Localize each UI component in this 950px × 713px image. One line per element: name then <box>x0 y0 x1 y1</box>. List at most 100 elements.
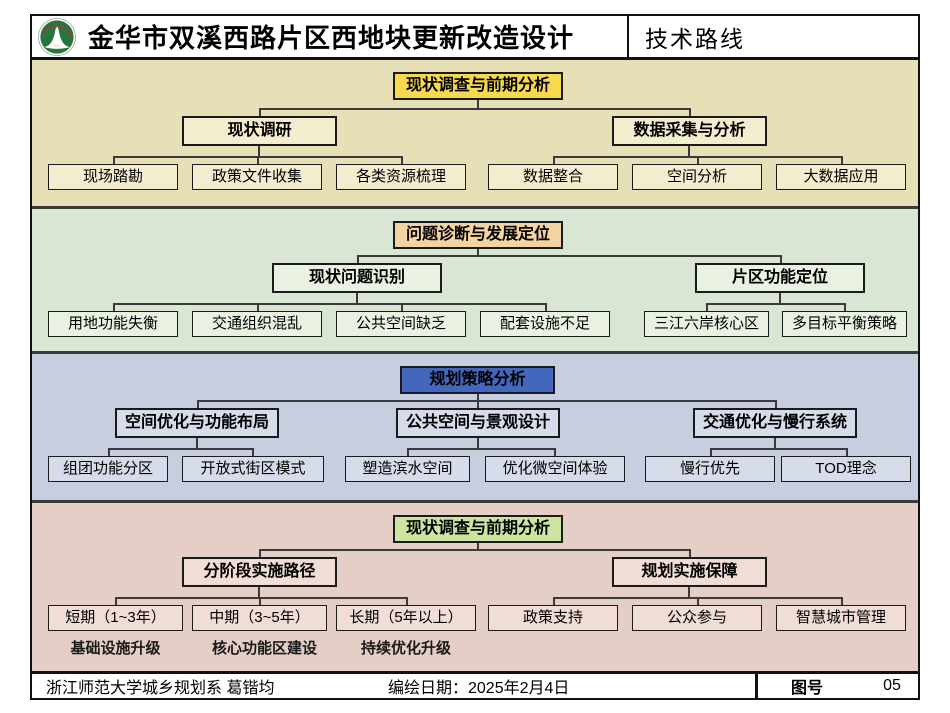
connector-line <box>554 448 556 456</box>
connector-line <box>780 255 782 263</box>
flow-leaf-node: 政策文件收集 <box>192 164 322 190</box>
connector-line <box>706 303 708 311</box>
connector-line <box>108 448 110 456</box>
flow-branch-node: 片区功能定位 <box>695 263 865 293</box>
connector-line <box>844 303 846 311</box>
connector-line <box>775 400 777 408</box>
flow-branch-node: 规划实施保障 <box>612 557 767 587</box>
flow-root-node: 规划策略分析 <box>400 366 555 394</box>
flow-branch-node: 现状调研 <box>182 116 337 146</box>
connector-line <box>406 597 408 605</box>
flow-branch-node: 交通优化与慢行系统 <box>693 408 857 438</box>
connector-line <box>259 108 261 116</box>
flow-leaf-node: 公众参与 <box>632 605 762 631</box>
connector-line <box>477 249 479 255</box>
flow-leaf-node: 慢行优先 <box>645 456 775 482</box>
connector-line <box>710 448 848 450</box>
flow-leaf-node: 公共空间缺乏 <box>336 311 466 337</box>
header-divider <box>627 16 629 57</box>
connector-line <box>259 597 261 605</box>
footer-divider <box>755 674 758 698</box>
connector-line <box>553 156 555 164</box>
connector-line <box>407 448 409 456</box>
connector-line <box>697 156 699 164</box>
connector-line <box>545 303 547 311</box>
connector-line <box>688 587 690 597</box>
connector-line <box>477 400 479 408</box>
connector-line <box>196 438 198 448</box>
flow-root-node: 现状调查与前期分析 <box>393 515 563 543</box>
connector-line <box>113 303 115 311</box>
connector-line <box>115 597 407 599</box>
flow-leaf-node: 现场踏勘 <box>48 164 178 190</box>
connector-line <box>401 303 403 311</box>
connector-line <box>774 438 776 448</box>
connector-line <box>407 448 556 450</box>
flow-root-node: 现状调查与前期分析 <box>393 72 563 100</box>
connector-line <box>258 146 260 156</box>
connector-line <box>357 255 359 263</box>
flow-leaf-node: 各类资源梳理 <box>336 164 466 190</box>
connector-line <box>259 108 690 110</box>
connector-line <box>108 448 254 450</box>
university-logo-icon: 浙 江 师 范 大 学 1956 <box>38 18 76 56</box>
flow-branch-node: 空间优化与功能布局 <box>115 408 279 438</box>
flow-root-node: 问题诊断与发展定位 <box>393 221 563 249</box>
flow-leaf-node: 大数据应用 <box>776 164 906 190</box>
phase-note: 核心功能区建设 <box>211 639 317 657</box>
flow-leaf-node: 配套设施不足 <box>480 311 610 337</box>
connector-line <box>113 156 115 164</box>
flow-branch-node: 分阶段实施路径 <box>182 557 337 587</box>
flow-leaf-node: 政策支持 <box>488 605 618 631</box>
connector-line <box>197 400 199 408</box>
connector-line <box>197 400 776 402</box>
connector-line <box>477 438 479 448</box>
flow-leaf-node: 空间分析 <box>632 164 762 190</box>
connector-line <box>779 293 781 303</box>
flow-leaf-node: 用地功能失衡 <box>48 311 178 337</box>
connector-line <box>477 394 479 400</box>
header: 浙 江 师 范 大 学 1956 金华市双溪西路片区西地块更新改造设计 技术路线 <box>32 16 918 60</box>
flow-leaf-node: 长期（5年以上） <box>336 605 476 631</box>
phase-note: 持续优化升级 <box>360 639 451 657</box>
flow-leaf-node: 塑造滨水空间 <box>345 456 470 482</box>
footer-date: 编绘日期：2025年2月4日 <box>388 680 570 697</box>
connector-line <box>841 597 843 605</box>
connector-line <box>706 303 845 305</box>
connector-line <box>697 597 699 605</box>
flow-leaf-node: 短期（1~3年） <box>48 605 183 631</box>
header-subtitle: 技术路线 <box>645 25 745 52</box>
flow-leaf-node: TOD理念 <box>781 456 911 482</box>
connector-line <box>258 587 260 597</box>
connector-line <box>257 156 259 164</box>
footer: 浙江师范大学城乡规划系 葛锴均 编绘日期：2025年2月4日 图号 05 <box>32 671 918 698</box>
phase-note: 基础设施升级 <box>70 639 161 657</box>
flow-leaf-node: 智慧城市管理 <box>776 605 906 631</box>
flow-branch-node: 现状问题识别 <box>272 263 442 293</box>
connector-line <box>259 549 261 557</box>
connector-line <box>115 597 117 605</box>
connector-line <box>356 293 358 303</box>
connector-line <box>689 108 691 116</box>
connector-line <box>357 255 781 257</box>
connector-line <box>113 303 546 305</box>
flow-leaf-node: 多目标平衡策略 <box>782 311 907 337</box>
flow-leaf-node: 优化微空间体验 <box>485 456 625 482</box>
figure-number-value: 05 <box>883 677 901 694</box>
connector-line <box>477 543 479 549</box>
flow-leaf-node: 三江六岸核心区 <box>644 311 769 337</box>
connector-line <box>688 146 690 156</box>
connector-line <box>553 597 555 605</box>
connector-line <box>846 448 848 456</box>
connector-line <box>252 448 254 456</box>
flow-leaf-node: 开放式街区模式 <box>182 456 324 482</box>
page-title: 金华市双溪西路片区西地块更新改造设计 <box>88 23 575 53</box>
flow-branch-node: 数据采集与分析 <box>612 116 767 146</box>
connector-line <box>259 549 690 551</box>
connector-line <box>257 303 259 311</box>
flow-leaf-node: 数据整合 <box>488 164 618 190</box>
connector-line <box>841 156 843 164</box>
drawing-frame: 浙 江 师 范 大 学 1956 金华市双溪西路片区西地块更新改造设计 技术路线… <box>30 14 920 700</box>
flow-branch-node: 公共空间与景观设计 <box>396 408 560 438</box>
